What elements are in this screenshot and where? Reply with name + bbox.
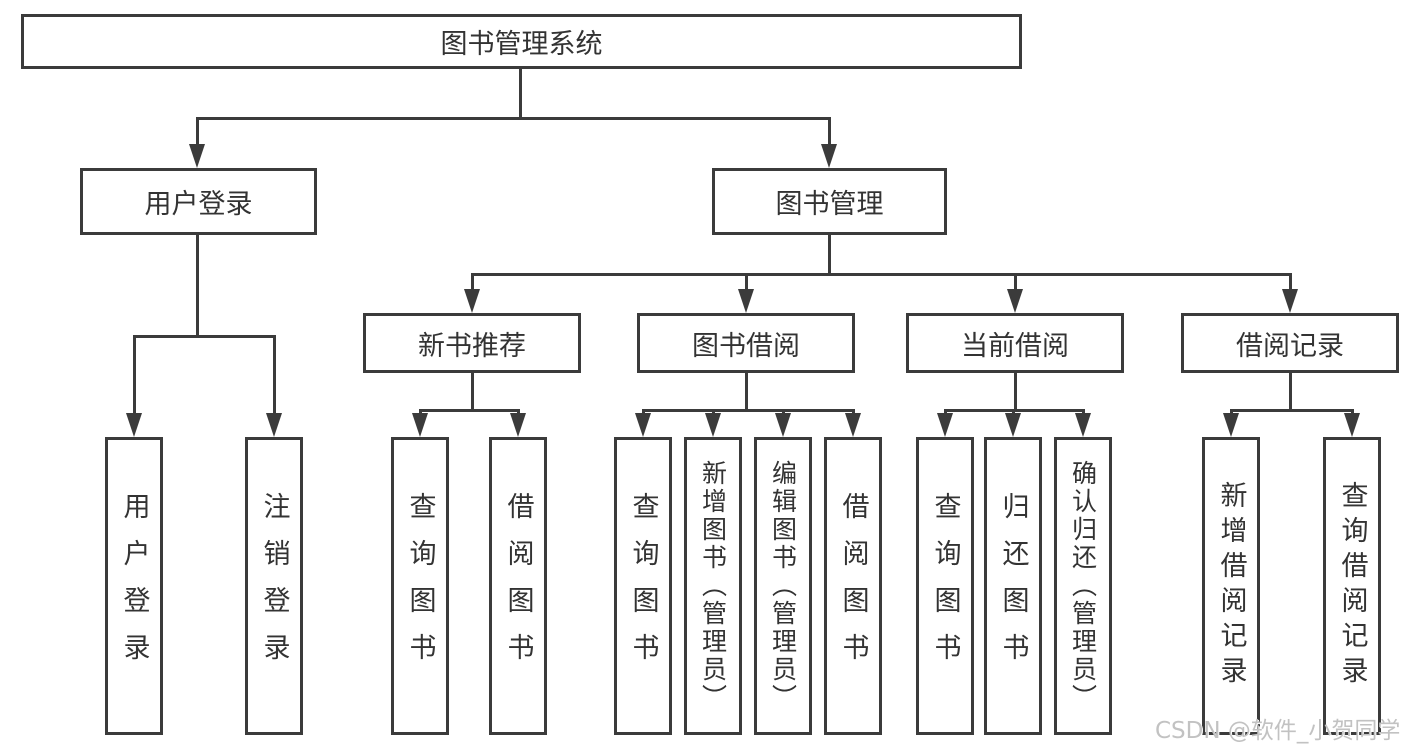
leaf-confirm-return-admin: 确认归还（管理员） [1054, 437, 1112, 735]
connector-line [133, 335, 136, 415]
node-current-borrowing-label: 当前借阅 [961, 330, 1069, 362]
connector-line [196, 117, 831, 120]
arrowhead-icon [266, 413, 282, 437]
connector-line [419, 409, 519, 412]
csdn-watermark: CSDN @软件_小贺同学 [1155, 718, 1401, 744]
leaf-borrow-books-recommend-label: 借阅图书 [502, 492, 534, 680]
connector-line [944, 409, 947, 415]
arrowhead-icon [1007, 289, 1023, 313]
node-new-book-recommend-label: 新书推荐 [418, 330, 526, 362]
arrowhead-icon [845, 413, 861, 437]
arrowhead-icon [635, 413, 651, 437]
leaf-add-books-admin: 新增图书（管理员） [684, 437, 742, 735]
leaf-return-books: 归还图书 [984, 437, 1042, 735]
node-new-book-recommend: 新书推荐 [363, 313, 581, 373]
node-borrow-records-label: 借阅记录 [1236, 330, 1344, 362]
arrowhead-icon [1223, 413, 1239, 437]
connector-line [471, 273, 1291, 276]
connector-line [133, 335, 276, 338]
connector-line [1014, 373, 1017, 409]
leaf-logout-label: 注销登录 [258, 492, 290, 680]
arrowhead-icon [1075, 413, 1091, 437]
leaf-borrow-books: 借阅图书 [824, 437, 882, 735]
arrowhead-icon [738, 289, 754, 313]
node-book-management: 图书管理 [712, 168, 947, 235]
leaf-confirm-return-admin-label: 确认归还（管理员） [1068, 460, 1098, 712]
connector-line [1012, 409, 1015, 415]
connector-line [1351, 409, 1354, 415]
leaf-query-books-borrowing-label: 查询图书 [627, 492, 659, 680]
leaf-user-login-label: 用户登录 [118, 492, 150, 680]
arrowhead-icon [126, 413, 142, 437]
arrowhead-icon [189, 144, 205, 168]
leaf-add-borrow-record-label: 新增借阅记录 [1215, 481, 1247, 691]
arrowhead-icon [705, 413, 721, 437]
arrowhead-icon [1344, 413, 1360, 437]
connector-line [828, 117, 831, 147]
connector-line [828, 235, 831, 273]
arrowhead-icon [464, 289, 480, 313]
node-book-management-label: 图书管理 [775, 189, 884, 220]
connector-line [642, 409, 645, 415]
connector-line [419, 409, 422, 415]
arrowhead-icon [775, 413, 791, 437]
leaf-query-books-borrowing: 查询图书 [614, 437, 672, 735]
node-book-borrowing: 图书借阅 [637, 313, 855, 373]
leaf-query-borrow-record-label: 查询借阅记录 [1336, 481, 1368, 691]
connector-line [1230, 409, 1233, 415]
connector-line [1289, 373, 1292, 409]
connector-line [196, 235, 199, 335]
leaf-query-books-recommend: 查询图书 [391, 437, 449, 735]
leaf-add-borrow-record: 新增借阅记录 [1202, 437, 1260, 735]
node-root-label: 图书管理系统 [440, 29, 603, 60]
arrowhead-icon [1282, 289, 1298, 313]
node-borrow-records: 借阅记录 [1181, 313, 1399, 373]
connector-line [471, 273, 474, 291]
connector-line [852, 409, 855, 415]
leaf-add-books-admin-label: 新增图书（管理员） [698, 460, 728, 712]
leaf-query-books-recommend-label: 查询图书 [404, 492, 436, 680]
leaf-return-books-label: 归还图书 [997, 492, 1029, 680]
connector-line [471, 373, 474, 409]
connector-line [1082, 409, 1085, 415]
leaf-query-borrow-record: 查询借阅记录 [1323, 437, 1381, 735]
node-user-login-label: 用户登录 [144, 189, 253, 220]
leaf-logout: 注销登录 [245, 437, 303, 735]
connector-line [642, 409, 854, 412]
leaf-query-books-current: 查询图书 [916, 437, 974, 735]
connector-line [1289, 273, 1292, 291]
connector-line [745, 273, 748, 291]
connector-line [517, 409, 520, 415]
node-current-borrowing: 当前借阅 [906, 313, 1124, 373]
arrowhead-icon [412, 413, 428, 437]
leaf-borrow-books-label: 借阅图书 [837, 492, 869, 680]
arrowhead-icon [510, 413, 526, 437]
node-root: 图书管理系统 [21, 14, 1022, 69]
arrowhead-icon [937, 413, 953, 437]
leaf-edit-books-admin: 编辑图书（管理员） [754, 437, 812, 735]
arrowhead-icon [1005, 413, 1021, 437]
connector-line [712, 409, 715, 415]
connector-line [273, 335, 276, 415]
leaf-query-books-current-label: 查询图书 [929, 492, 961, 680]
connector-line [519, 69, 522, 117]
leaf-user-login: 用户登录 [105, 437, 163, 735]
connector-line [745, 373, 748, 409]
node-user-login: 用户登录 [80, 168, 317, 235]
connector-line [1014, 273, 1017, 291]
connector-line [1230, 409, 1353, 412]
leaf-edit-books-admin-label: 编辑图书（管理员） [768, 460, 798, 712]
connector-line [782, 409, 785, 415]
node-book-borrowing-label: 图书借阅 [692, 330, 800, 362]
arrowhead-icon [821, 144, 837, 168]
leaf-borrow-books-recommend: 借阅图书 [489, 437, 547, 735]
connector-line [196, 117, 199, 147]
